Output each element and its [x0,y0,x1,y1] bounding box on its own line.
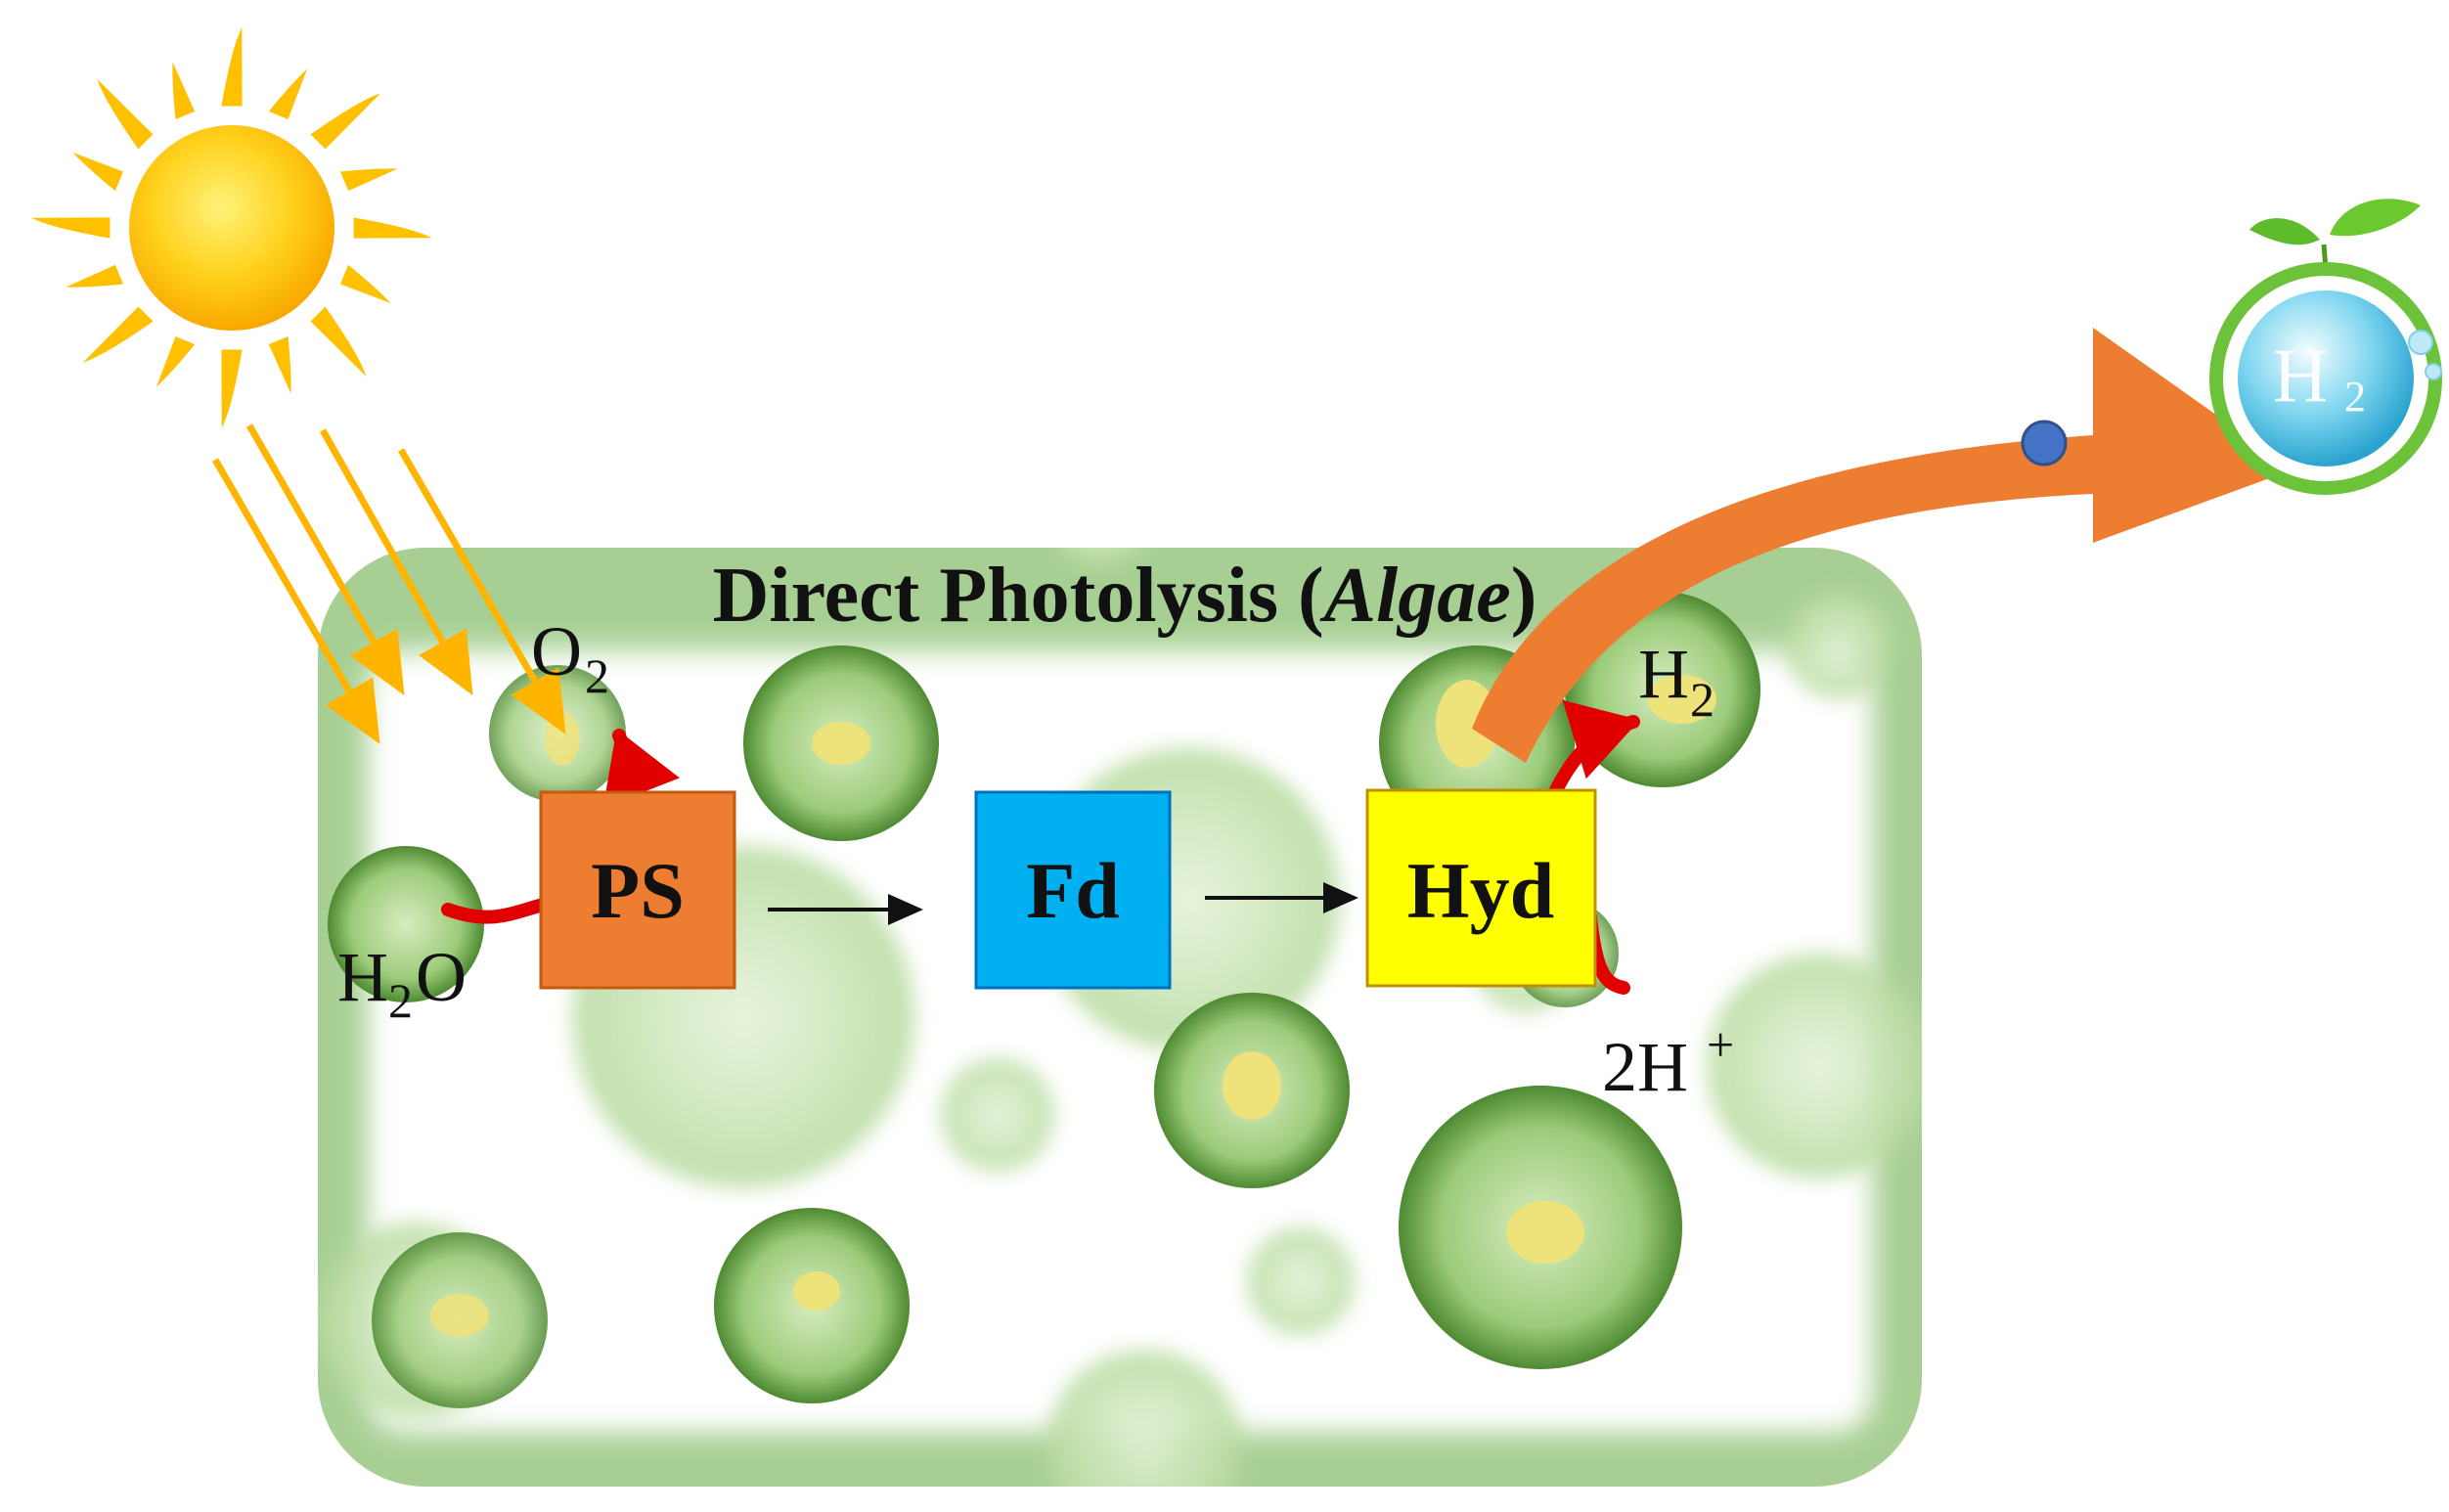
sun-ray [268,68,308,119]
sun-ray [82,306,154,363]
svg-text:+: + [1707,1017,1734,1072]
sun-ray [310,306,367,378]
sun-ray [353,217,432,239]
oxygen-output-arrow [602,729,680,808]
ps-label: PS [591,846,685,935]
hydrogen-badge-icon: H 2 [2209,199,2442,495]
sun-ray [31,217,111,239]
diagram-title: Direct Photolysis (Algae) [713,553,1537,639]
svg-text:O: O [531,612,582,690]
sun-ray [221,27,243,107]
hydrogen-release-arrow [1548,699,1640,799]
water-input-arrow [441,898,550,924]
hydrogen-label: H 2 [1638,635,1714,727]
svg-text:2: 2 [388,973,413,1028]
water-label: H 2 O [337,938,467,1028]
title-suffix: ) [1511,553,1537,639]
sun-ray [66,264,123,288]
sun-ray [72,152,123,192]
sun-ray [156,336,196,387]
svg-text:2: 2 [1690,672,1714,727]
sun-ray [172,62,196,119]
fd-label: Fd [1026,846,1120,935]
sun-ray [340,168,398,192]
title-prefix: Direct Photolysis ( [713,553,1324,639]
hyd-box: Hyd [1365,788,1597,988]
proton-label: 2H + [1602,1017,1734,1106]
electron-flow-arrows [768,882,1358,925]
hydrogen-output-arrow [1472,328,2293,763]
sun-ray [97,78,154,150]
svg-text:O: O [416,938,467,1016]
light-rays [211,423,566,745]
svg-text:2: 2 [585,648,609,703]
sun-ray [268,336,291,394]
sun-ray [221,349,243,428]
svg-text:H: H [337,938,388,1016]
ps-box: PS [539,790,736,990]
electron-dot [2021,420,2068,467]
title-italic: Algae [1319,553,1511,639]
fd-box: Fd [974,790,1172,990]
svg-text:2: 2 [2344,373,2366,421]
badge-subscript: 2 [2344,373,2366,421]
oxygen-label: O 2 [531,612,609,703]
badge-h: H [2273,333,2328,418]
svg-text:2H: 2H [1602,1028,1688,1106]
sun-ray [340,264,391,304]
hyd-label: Hyd [1407,846,1554,935]
svg-text:H: H [1638,635,1689,713]
sun-icon [31,27,432,428]
svg-text:H: H [2273,333,2328,418]
sun-ray [310,93,381,150]
